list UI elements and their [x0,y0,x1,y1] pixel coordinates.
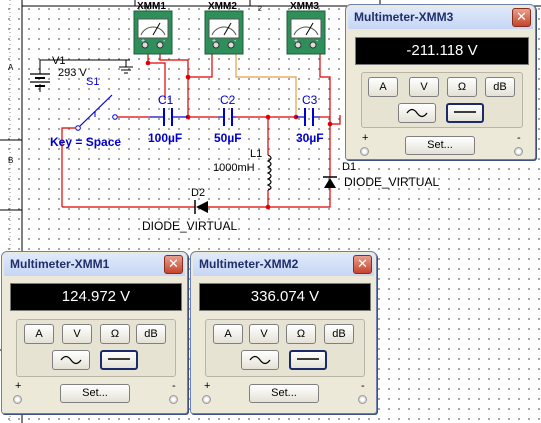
xmm2-icon-label: XMM2 [208,1,237,12]
reading-display: 124.972 V [10,283,182,311]
c2-label: C2 [220,93,236,107]
meter-icon-xmm3[interactable]: XMM3 + - [286,1,326,55]
decibel-button[interactable]: dB [136,324,166,344]
ammeter-button[interactable]: A [24,324,54,344]
voltmeter-button[interactable]: V [62,324,92,344]
window-titlebar[interactable]: Multimeter-XMM3 ✕ [348,7,533,29]
ruler-mark-a: A [8,63,14,72]
red-wires [61,54,341,208]
junction-dots [145,60,333,210]
ohmmeter-button[interactable]: Ω [447,77,477,97]
close-button[interactable]: ✕ [512,8,531,27]
d1-label: D1 [342,161,356,173]
dc-mode-button[interactable] [289,350,327,370]
dc-line-icon [108,358,130,360]
window-title: Multimeter-XMM3 [354,10,454,24]
meter-icon-xmm2[interactable]: XMM2 + - [204,1,244,55]
capacitor-c3[interactable]: C3 30µF [296,93,324,145]
c3-label: C3 [302,93,318,107]
plus-terminal-label: + [204,380,211,392]
l1-value: 1000mH [213,162,255,174]
capacitor-c1[interactable]: C1 100µF [148,93,188,145]
diode-d2[interactable]: D2 DIODE_VIRTUAL [142,187,237,233]
orange-wire [235,54,297,117]
dc-mode-button[interactable] [446,103,484,123]
window-title: Multimeter-XMM2 [199,257,299,271]
plus-terminal[interactable] [202,395,211,404]
set-button[interactable]: Set... [405,136,475,155]
battery-v1[interactable]: V1 293 V [30,55,87,87]
close-button[interactable]: ✕ [353,255,372,274]
voltmeter-button[interactable]: V [249,324,279,344]
minus-terminal[interactable] [358,395,367,404]
ohmmeter-button[interactable]: Ω [100,324,130,344]
d2-label: D2 [191,187,205,199]
window-titlebar[interactable]: Multimeter-XMM2 ✕ [193,254,374,276]
ac-mode-button[interactable] [398,103,436,123]
plus-terminal[interactable] [13,395,22,404]
ac-mode-button[interactable] [241,350,279,370]
multimeter-window-xmm2[interactable]: Multimeter-XMM2 ✕ 336.074 V A V Ω dB Set… [190,251,377,414]
xmm2-icon-plus: + [212,38,216,45]
xmm3-icon-label: XMM3 [290,1,319,12]
switch-s1[interactable]: S1 Key = Space [50,76,121,149]
d2-model: DIODE_VIRTUAL [142,219,237,233]
ruler-mark-b: B [8,156,13,165]
v1-value: 293 V [58,67,87,79]
dc-mode-button[interactable] [100,350,138,370]
ruler-mark-1: 1 [144,6,148,13]
minus-terminal-label: - [172,380,176,392]
multimeter-window-xmm1[interactable]: Multimeter-XMM1 ✕ 124.972 V A V Ω dB Set… [1,251,188,414]
ac-wave-icon [60,355,82,365]
plus-terminal-label: + [362,132,369,144]
voltmeter-button[interactable]: V [409,77,439,97]
minus-terminal[interactable] [169,395,178,404]
l1-label: L1 [250,148,262,160]
set-button[interactable]: Set... [60,384,130,403]
c2-value: 50µF [214,131,242,145]
dc-line-icon [454,111,476,113]
reading-display: -211.118 V [355,37,529,65]
xmm1-icon-label: XMM1 [137,1,166,12]
minus-terminal-label: - [361,380,365,392]
window-titlebar[interactable]: Multimeter-XMM1 ✕ [4,254,185,276]
decibel-button[interactable]: dB [485,77,515,97]
xmm3-icon-plus: + [294,38,298,45]
ruler-mark-2: 2 [258,6,262,13]
close-button[interactable]: ✕ [164,255,183,274]
reading-display: 336.074 V [199,283,371,311]
dc-line-icon [297,358,319,360]
meter-icon-xmm1[interactable]: XMM1 + - [133,1,173,55]
plus-terminal-label: + [15,380,22,392]
source-wires [39,59,133,92]
minus-terminal[interactable] [514,147,523,156]
c1-label: C1 [158,93,174,107]
ac-wave-icon [406,108,428,118]
capacitor-c2[interactable]: C2 50µF [214,93,242,145]
plus-terminal[interactable] [360,147,369,156]
xmm3-icon-minus: - [316,38,319,45]
s1-key-label: Key = Space [50,135,121,149]
ac-mode-button[interactable] [52,350,90,370]
xmm2-icon-minus: - [234,38,237,45]
s1-label: S1 [86,76,99,88]
multimeter-window-xmm3[interactable]: Multimeter-XMM3 ✕ -211.118 V A V Ω dB Se… [345,4,536,160]
minus-terminal-label: - [517,132,521,144]
inductor-l1[interactable]: L1 1000mH [213,148,272,191]
decibel-button[interactable]: dB [324,324,354,344]
d1-model: DIODE_VIRTUAL [344,175,439,189]
ammeter-button[interactable]: A [213,324,243,344]
xmm1-icon-minus: - [163,38,166,45]
ac-wave-icon [249,355,271,365]
xmm1-icon-plus: + [141,38,145,45]
c1-value: 100µF [148,131,182,145]
ohmmeter-button[interactable]: Ω [286,324,316,344]
v1-label: V1 [52,55,65,67]
set-button[interactable]: Set... [249,384,319,403]
ammeter-button[interactable]: A [368,77,398,97]
window-title: Multimeter-XMM1 [10,257,110,271]
diode-d1[interactable]: D1 DIODE_VIRTUAL [323,161,439,189]
c3-value: 30µF [296,131,324,145]
